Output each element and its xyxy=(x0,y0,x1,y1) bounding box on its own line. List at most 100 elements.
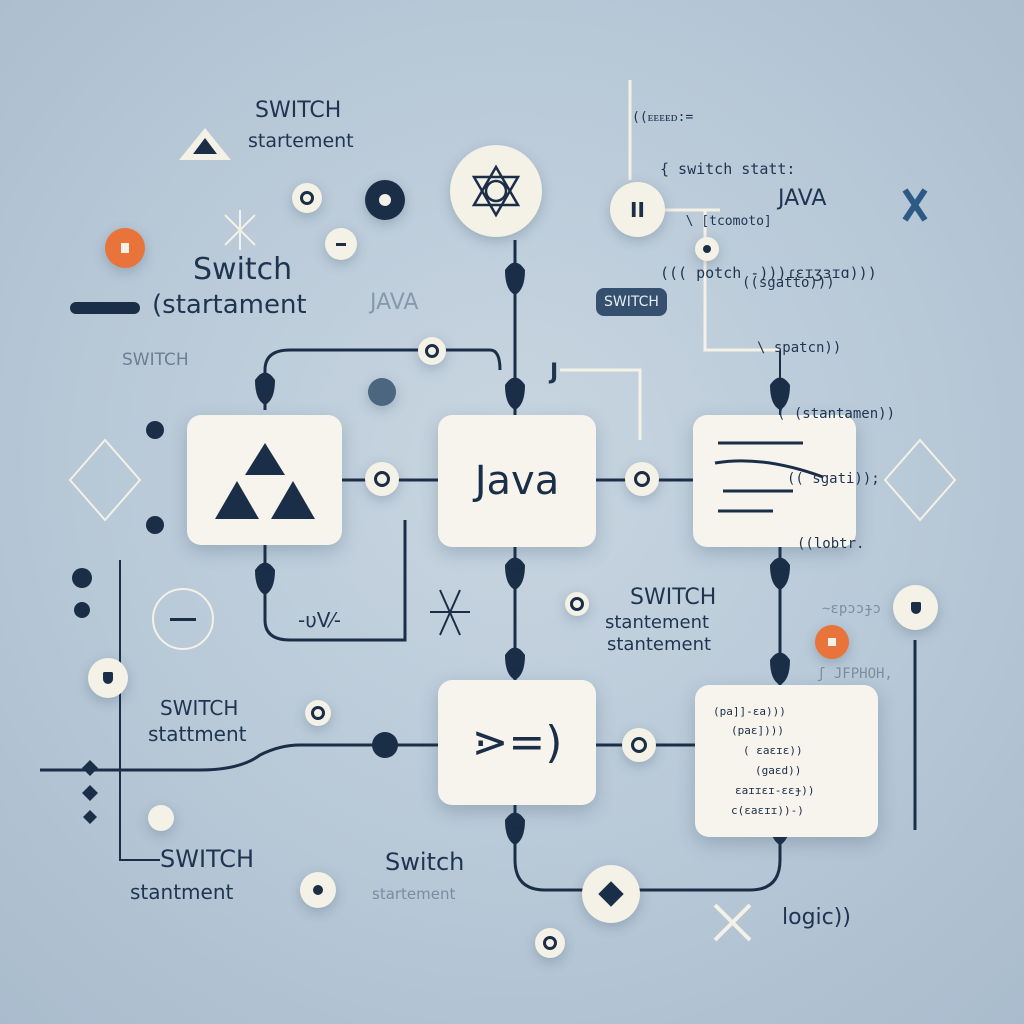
node-drop xyxy=(505,262,525,295)
code-line: ((sgatto))) xyxy=(742,275,835,292)
connector-node xyxy=(565,592,589,616)
card-code[interactable]: (pa]]-ɛa))) (paɛ]))) ( ɛaɛɪɛ)) (gaɛd)) ɛ… xyxy=(695,685,878,837)
node-drop xyxy=(770,652,790,685)
dark-node xyxy=(368,378,396,406)
node-dot xyxy=(146,421,164,439)
pause-button[interactable]: II xyxy=(610,182,665,237)
connector-node xyxy=(292,183,322,213)
label-j: J xyxy=(550,360,559,385)
code-snippet-top: ((ᴇᴇᴇᴇᴅ:= { switch statt: \ [tcomoto] ((… xyxy=(632,76,877,301)
node-drop xyxy=(255,562,275,595)
connector-node xyxy=(305,700,331,726)
code-line: ɛaɪɪɛɪ-ɛɛɟ)) xyxy=(735,783,815,797)
dash-bar xyxy=(70,302,140,314)
diamond-outline-icon xyxy=(68,438,142,522)
code-line: { switch statt: xyxy=(660,160,796,179)
node-drop xyxy=(770,557,790,590)
diamond-node[interactable] xyxy=(582,865,640,923)
label-switch-faded: SWITCH xyxy=(122,350,189,370)
connector-node xyxy=(625,462,659,496)
card-triangle-logo[interactable] xyxy=(187,415,342,545)
node-drop xyxy=(505,812,525,845)
node-drop xyxy=(505,377,525,410)
close-x-icon xyxy=(902,188,928,222)
drop-node xyxy=(300,872,336,908)
diamond-icons xyxy=(82,760,98,824)
label-java: JAVA xyxy=(778,186,827,211)
label-statement: startement xyxy=(248,130,354,152)
shield-node[interactable] xyxy=(893,585,938,630)
label-statement: stattment xyxy=(148,722,247,746)
node-dot xyxy=(72,568,92,588)
switch-badge[interactable]: SWITCH xyxy=(596,288,667,316)
connector xyxy=(263,520,407,642)
connector-node xyxy=(622,728,656,762)
connector-node xyxy=(418,337,446,365)
card-lines[interactable] xyxy=(693,415,856,547)
triangle-logo-icon xyxy=(215,443,315,519)
label-switch: Switch xyxy=(385,848,465,876)
orange-node xyxy=(815,625,849,659)
pause-icon: II xyxy=(630,197,645,222)
label-statement: stantment xyxy=(130,880,234,904)
lines-glyph-icon xyxy=(714,441,824,513)
node-drop xyxy=(770,377,790,410)
node-dot xyxy=(372,732,398,758)
connector xyxy=(560,368,642,440)
code-line: ( ɛaɛɪɛ)) xyxy=(743,744,803,758)
minus-node xyxy=(325,228,357,260)
connector xyxy=(40,743,440,772)
node-drop xyxy=(505,647,525,680)
asterisk-icon xyxy=(430,589,470,636)
connector xyxy=(119,560,160,861)
close-x-icon xyxy=(713,903,752,942)
card-symbol[interactable]: ⋗=) xyxy=(438,680,596,805)
label-switch: SWITCH xyxy=(160,696,239,720)
label-switch: SWITCH xyxy=(160,845,255,873)
wave-glyph: -υV⁄- xyxy=(298,608,342,632)
code-line: ((lobtr. xyxy=(797,535,865,552)
minus-circle-icon[interactable] xyxy=(152,588,214,650)
node-drop xyxy=(505,557,525,590)
symbol-glyph: ⋗=) xyxy=(471,717,563,768)
code-line: ((ᴇᴇᴇᴇᴅ:= xyxy=(632,109,694,125)
card-java[interactable]: Java xyxy=(438,415,596,547)
connector-node xyxy=(695,237,719,261)
java-label: Java xyxy=(474,458,560,504)
node-dot xyxy=(146,516,164,534)
code-line: (paɛ]))) xyxy=(731,724,784,738)
code-snippet-right: ((sgatto))) \ spatcn)) ( (stantamen)) ((… xyxy=(742,230,895,707)
connector xyxy=(263,348,502,410)
code-line: ʃ JFPHOH, xyxy=(817,665,893,682)
code-line: ( (stantamen)) xyxy=(777,405,896,422)
code-line: (( sgati)); xyxy=(787,470,880,487)
label-switch: Switch xyxy=(193,252,293,287)
code-line: ~ɛpɔɔɟɔ xyxy=(822,600,882,617)
node-drop xyxy=(255,372,275,405)
label-statement: (startament xyxy=(152,290,307,320)
warning-triangle-icon xyxy=(179,128,231,160)
code-line: c(ɛaɛɪɪ))-) xyxy=(731,803,804,817)
orange-node xyxy=(105,228,145,268)
dark-node xyxy=(365,180,405,220)
label-logic: logic)) xyxy=(782,905,851,930)
network-node-icon[interactable] xyxy=(450,145,542,237)
code-line: (pa]]-ɛa))) xyxy=(713,704,786,718)
connector-node xyxy=(148,805,174,831)
label-java-faded: JAVA xyxy=(370,290,419,315)
shield-node[interactable] xyxy=(88,658,128,698)
label-switch: SWITCH xyxy=(255,98,342,123)
connector-node xyxy=(535,928,565,958)
connector xyxy=(513,545,782,892)
asterisk-icon xyxy=(224,210,256,250)
label-statement: stantement xyxy=(607,634,712,655)
diamond-outline-icon xyxy=(883,438,957,522)
code-line: (gaɛd)) xyxy=(755,764,802,777)
code-line: \ spatcn)) xyxy=(757,340,842,357)
label-statement-faded: startement xyxy=(372,885,456,903)
code-line: ((( potch -)))ɾɛɪʒɜɪɑ))) xyxy=(660,264,877,283)
label-switch: SWITCH xyxy=(630,585,717,610)
node-dot xyxy=(74,602,90,618)
label-statement: stantement xyxy=(605,612,710,633)
